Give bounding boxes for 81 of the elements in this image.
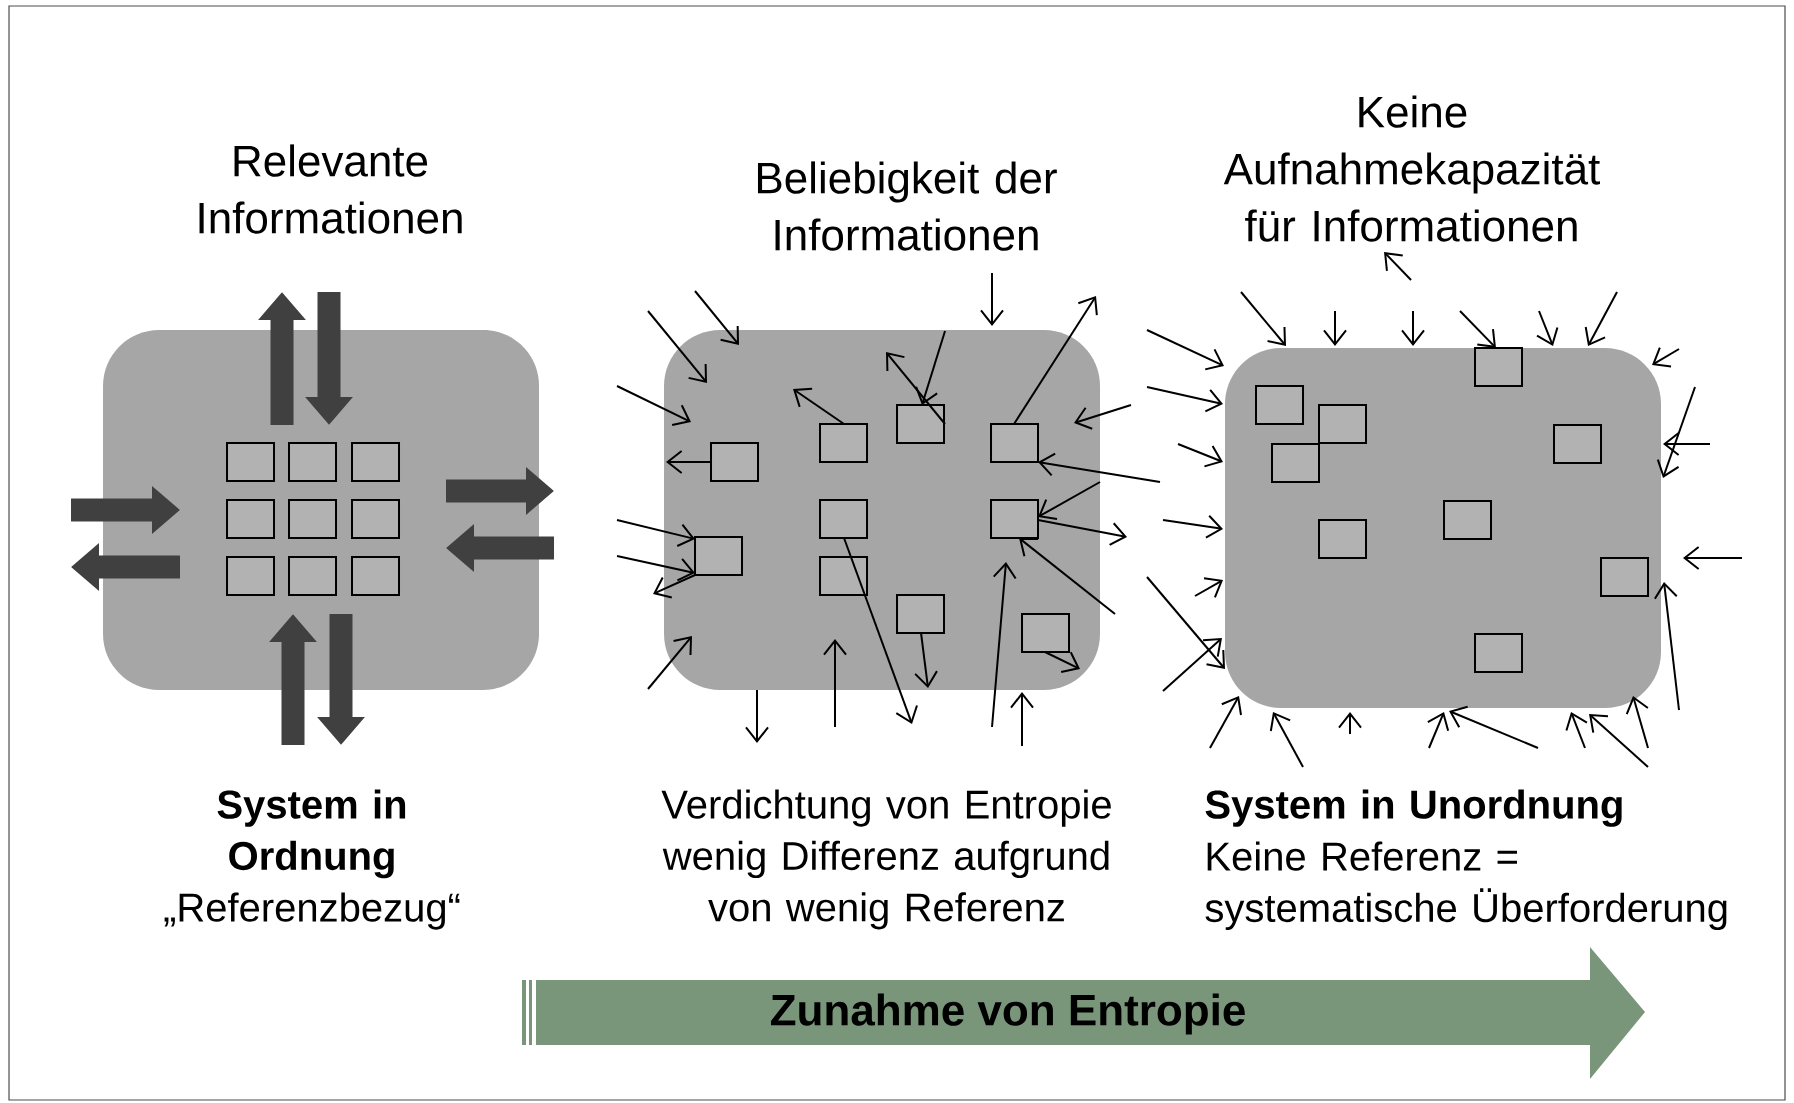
square-box bbox=[1443, 500, 1492, 540]
arrow bbox=[653, 574, 696, 599]
square-box bbox=[226, 442, 275, 482]
arrow bbox=[1426, 712, 1450, 749]
square-box bbox=[288, 442, 337, 482]
caption-title: System in Ordnung bbox=[217, 789, 406, 879]
square-box bbox=[694, 536, 743, 576]
arrow bbox=[1653, 582, 1680, 711]
arrow bbox=[914, 632, 938, 688]
square-box bbox=[896, 594, 945, 634]
square-box bbox=[1271, 443, 1320, 483]
square-box bbox=[226, 556, 275, 596]
heading: Keine Aufnahmekapazität für Informationen bbox=[1223, 95, 1600, 242]
square-box bbox=[288, 556, 337, 596]
square-box bbox=[1318, 404, 1367, 444]
caption-title: System in Unordnung bbox=[1205, 789, 1622, 827]
square-box bbox=[351, 499, 400, 539]
arrow bbox=[886, 352, 946, 425]
arrow bbox=[1625, 696, 1649, 749]
arrow bbox=[1074, 404, 1132, 430]
arrow bbox=[843, 537, 918, 724]
arrow bbox=[666, 450, 712, 474]
arrow bbox=[1162, 638, 1222, 692]
square-box bbox=[1021, 613, 1070, 653]
square-box bbox=[896, 404, 945, 444]
square-box bbox=[1318, 519, 1367, 559]
arrow bbox=[793, 387, 845, 425]
square-box bbox=[1553, 424, 1602, 464]
square-box bbox=[351, 556, 400, 596]
square-box bbox=[351, 442, 400, 482]
arrow bbox=[1177, 443, 1223, 468]
arrow bbox=[616, 385, 691, 427]
arrow bbox=[1459, 310, 1496, 348]
arrow bbox=[1240, 291, 1286, 346]
arrow bbox=[647, 636, 692, 690]
square-box bbox=[819, 423, 868, 463]
square-box bbox=[288, 499, 337, 539]
heading: Beliebigkeit der Informationen bbox=[757, 161, 1057, 251]
arrow bbox=[1209, 696, 1242, 749]
arrow bbox=[1010, 692, 1034, 747]
arrow bbox=[1449, 705, 1539, 749]
arrow bbox=[1019, 538, 1116, 615]
arrow bbox=[1656, 386, 1696, 478]
arrow bbox=[1584, 291, 1618, 346]
arrow bbox=[1038, 481, 1101, 520]
arrow bbox=[694, 290, 739, 345]
arrow bbox=[1146, 329, 1224, 371]
arrow bbox=[1269, 712, 1304, 768]
arrow bbox=[647, 310, 707, 383]
arrow bbox=[1162, 514, 1223, 539]
arrow bbox=[1652, 346, 1680, 368]
arrow bbox=[1663, 432, 1711, 456]
square-box bbox=[1600, 557, 1649, 597]
square-box bbox=[1474, 347, 1523, 387]
square-box bbox=[990, 499, 1039, 539]
arrow bbox=[616, 555, 695, 582]
arrow bbox=[980, 272, 1004, 326]
caption: „Referenzbezug“ bbox=[164, 892, 460, 930]
heading: Relevante Informationen bbox=[199, 144, 462, 234]
arrow bbox=[1146, 576, 1225, 669]
arrow bbox=[1589, 714, 1649, 768]
arrow bbox=[1536, 310, 1559, 346]
square-box bbox=[226, 499, 275, 539]
arrow bbox=[1038, 452, 1161, 483]
arrow bbox=[1037, 519, 1127, 546]
square-box bbox=[710, 442, 759, 482]
square-box bbox=[1255, 385, 1304, 425]
arrow bbox=[915, 330, 946, 405]
arrow bbox=[1013, 296, 1098, 425]
square-box bbox=[1474, 633, 1523, 673]
arrow bbox=[1323, 310, 1347, 346]
square-box bbox=[990, 423, 1039, 463]
arrow bbox=[616, 519, 695, 547]
arrow bbox=[1146, 386, 1223, 413]
arrow bbox=[1565, 712, 1588, 749]
arrow bbox=[1044, 651, 1080, 674]
arrow bbox=[745, 689, 769, 743]
square-box bbox=[819, 556, 868, 596]
arrow bbox=[1194, 577, 1223, 599]
square-box bbox=[819, 499, 868, 539]
arrow bbox=[1401, 310, 1425, 346]
